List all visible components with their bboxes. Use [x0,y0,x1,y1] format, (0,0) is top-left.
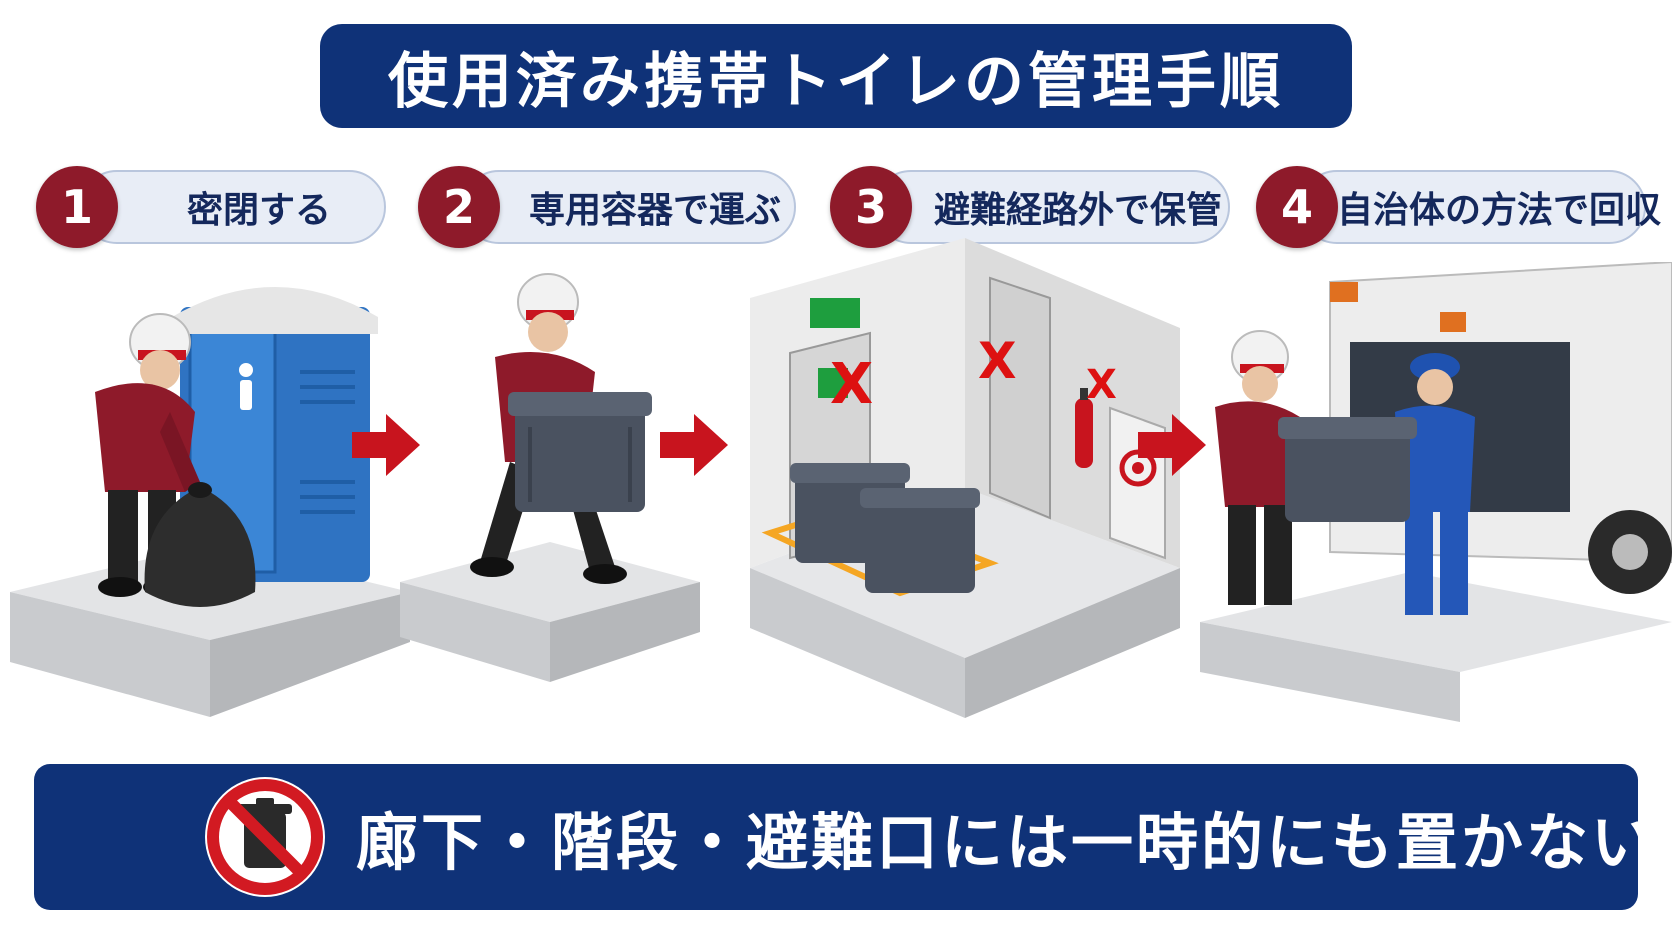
step-4-header: 自治体の方法で回収 4 [1256,166,1661,248]
step-3-label: 避難経路外で保管 [933,190,1222,231]
cross-mark-icon: X [978,332,1017,390]
scene-collection-truck-illustration [1200,262,1672,722]
warning-text: 廊下・階段・避難口には一時的にも置かない [356,806,1657,879]
step-3-header: 避難経路外で保管 3 [830,166,1230,248]
gray-container-icon [860,488,980,593]
cross-mark-icon: X [1086,362,1117,408]
black-bag-icon [144,482,256,607]
gray-container-icon [1278,417,1417,522]
no-trash-icon [205,777,325,897]
step-1-header: 密閉する 1 [36,166,386,248]
scene-storage-room-illustration: X X X [750,238,1180,718]
fire-extinguisher-icon [1075,388,1093,468]
step-2-pill: 専用容器で運ぶ [462,170,796,244]
step-4-pill: 自治体の方法で回収 [1300,170,1661,244]
step-1-number: 1 [36,166,118,248]
arrow-right-icon [352,414,420,476]
arrow-right-icon [1138,414,1206,476]
step-1-label: 密閉する [186,190,331,231]
step-1-pill: 密閉する [80,170,386,244]
scene-seal-bag-illustration [10,287,410,717]
step-2-number: 2 [418,166,500,248]
step-4-number: 4 [1256,166,1338,248]
page-title: 使用済み携帯トイレの管理手順 [388,46,1284,117]
step-3-pill: 避難経路外で保管 [874,170,1230,244]
step-3-number: 3 [830,166,912,248]
worker-figure [95,313,200,597]
title-banner: 使用済み携帯トイレの管理手順 [320,24,1352,128]
step-2-label: 専用容器で運ぶ [528,190,781,231]
cross-mark-icon: X [830,352,873,417]
door-icon [989,276,1051,520]
step-4-label: 自治体の方法で回収 [1337,190,1662,231]
gray-container-icon [508,392,652,512]
scene-carry-container-illustration [400,273,700,682]
warning-banner: 廊下・階段・避難口には一時的にも置かない [34,764,1653,910]
step-2-header: 専用容器で運ぶ 2 [418,166,796,248]
arrow-right-icon [660,414,728,476]
